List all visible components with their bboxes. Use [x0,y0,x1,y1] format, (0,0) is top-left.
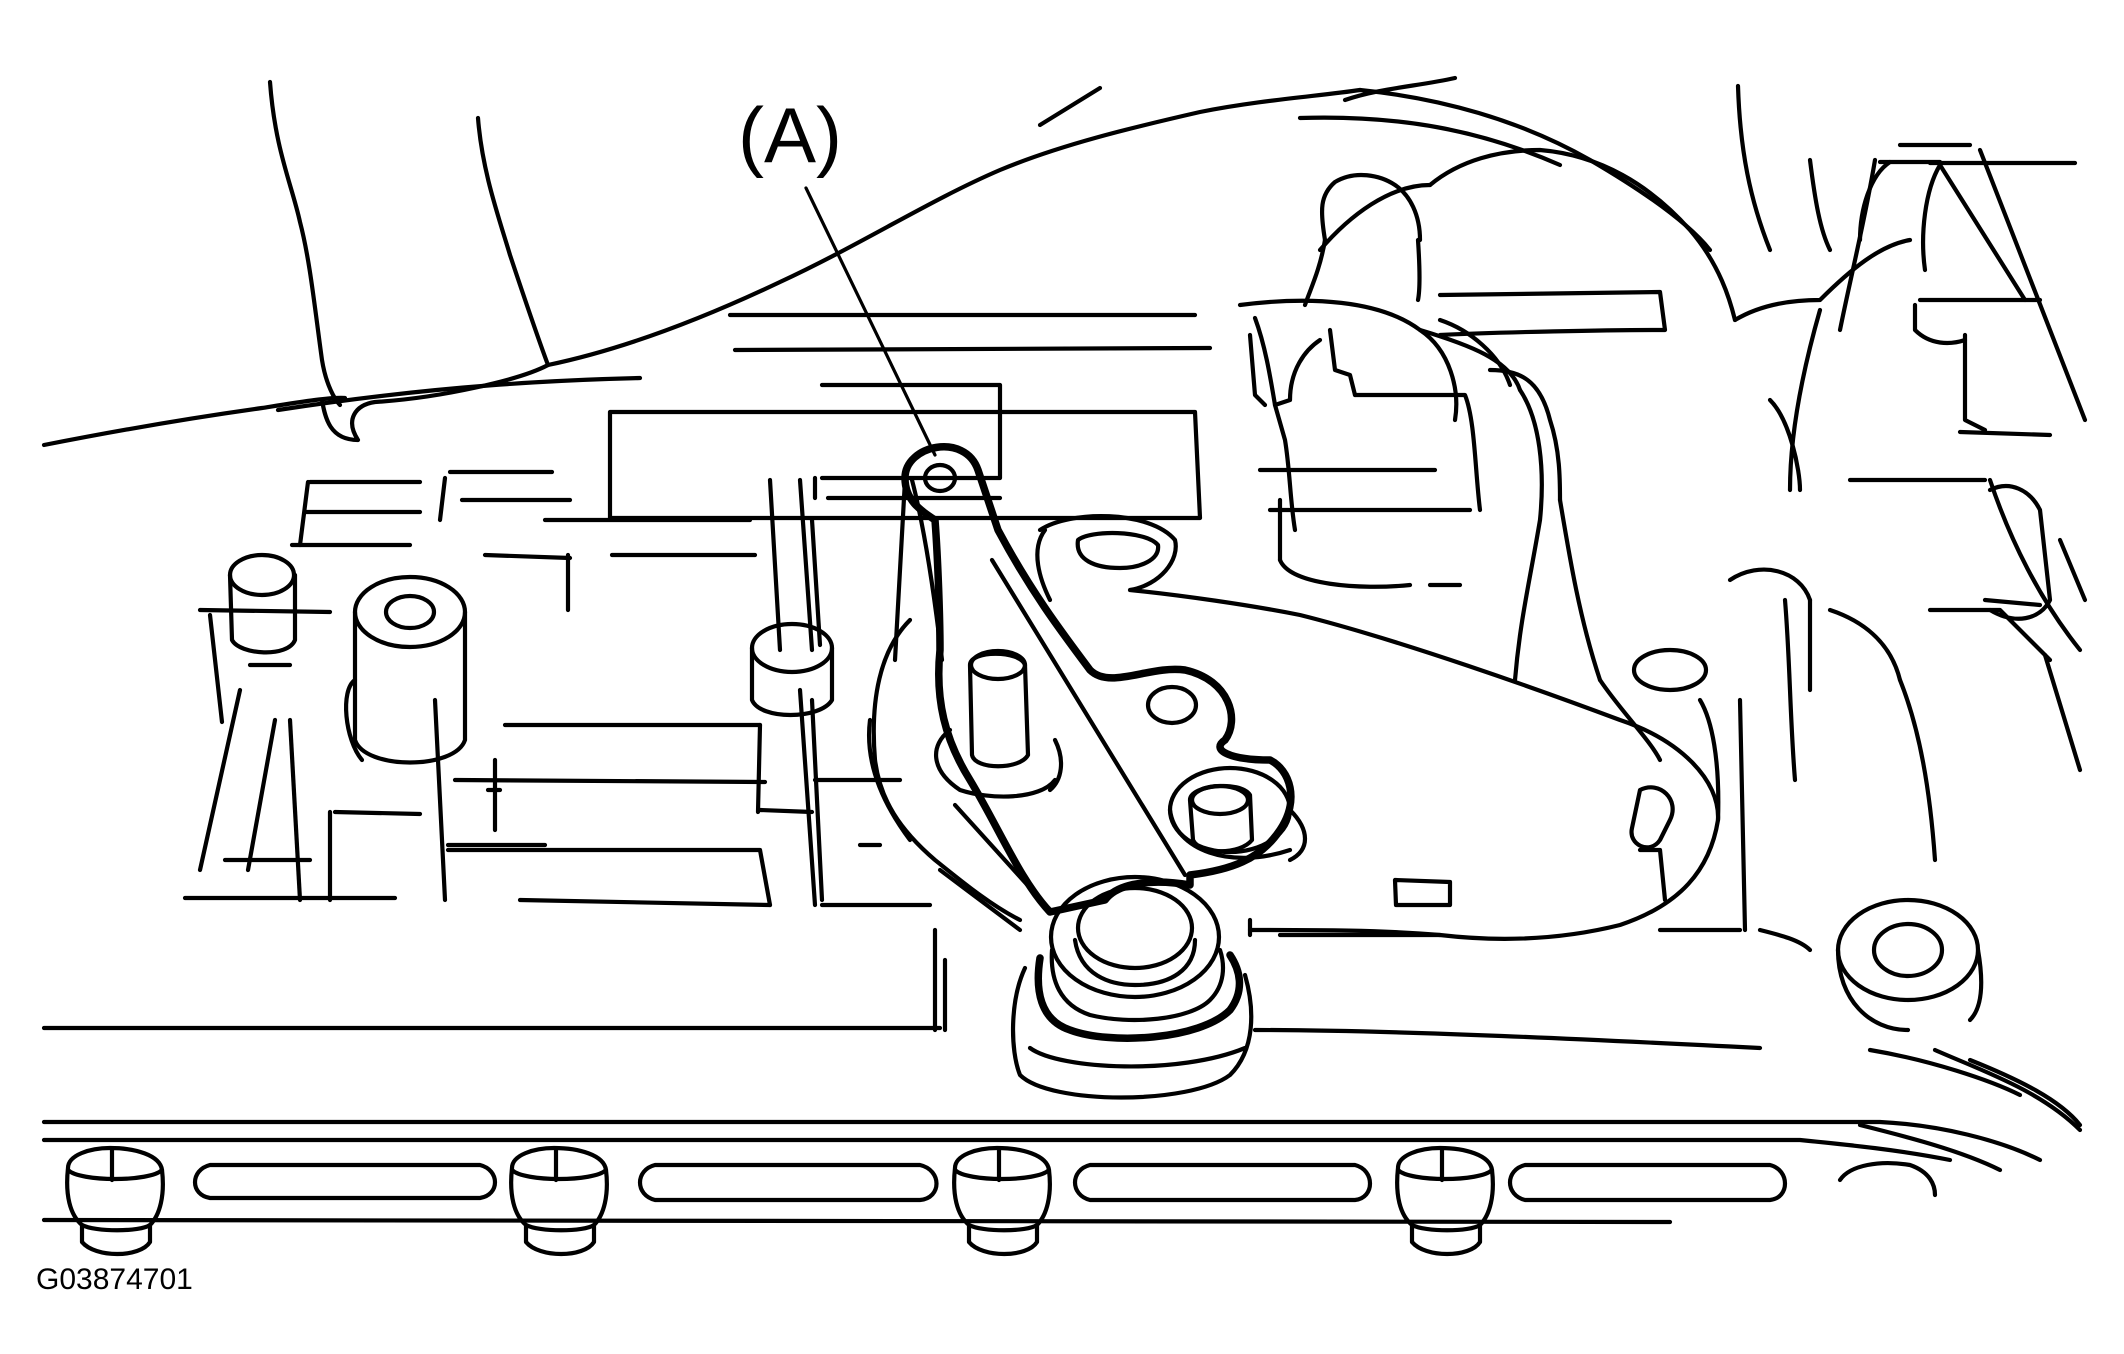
figure-id: G03874701 [36,1263,193,1296]
pan-flange-bolts [65,1145,1495,1257]
sensor-connector [1237,147,1738,763]
mid-bolt [1167,765,1307,863]
stud-shaft [934,648,1064,799]
callout-label-a: (A) [738,91,842,179]
lever-arm [892,443,1295,916]
housing-lower [867,617,1443,938]
left-casting [182,312,1213,1033]
flange-slots [193,1161,1938,1203]
pan-rails [41,1025,2043,1225]
upper-housing [41,75,1713,448]
right-casting [1637,83,2088,953]
right-boss [1631,647,2083,1133]
pivot-bolt [1010,874,1254,1100]
callout-leader-line [804,186,937,457]
cover-plate [1035,513,1721,941]
left-bosses [227,552,835,765]
